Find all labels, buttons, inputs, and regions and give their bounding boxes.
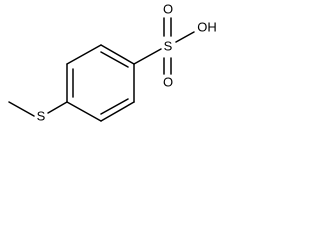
bond-s-ring <box>47 101 68 114</box>
chemical-structure: S S O O OH <box>8 1 217 123</box>
ring-double-bond-top <box>100 51 129 68</box>
ring-bond-3 <box>100 44 135 65</box>
atom-sulfur-thioether: S <box>37 108 46 123</box>
atom-oxygen-bottom: O <box>163 74 173 89</box>
atom-sulfur-sulfonyl: S <box>164 38 173 53</box>
ring-double-bond-bottom <box>100 98 129 115</box>
ring-bond-6 <box>66 101 102 122</box>
bond-ring-sulfonyl <box>133 48 162 65</box>
ring-bond-5 <box>100 101 135 122</box>
bond-s-oh <box>175 31 195 43</box>
ring-bond-2 <box>66 44 102 65</box>
atom-oxygen-top: O <box>163 1 173 16</box>
atom-hydroxyl: OH <box>197 19 217 34</box>
bond-methyl-s <box>8 101 35 117</box>
